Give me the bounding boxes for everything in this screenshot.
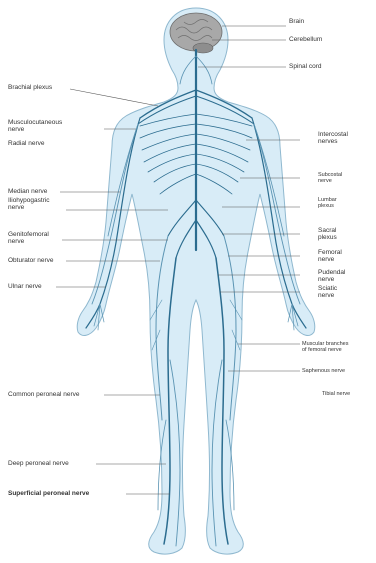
label-deep-peroneal-nerve: Deep peroneal nerve [8, 460, 69, 467]
label-spinal-cord: Spinal cord [289, 63, 322, 70]
label-musculocutaneous-nerve: Musculocutaneous nerve [8, 119, 62, 133]
label-lumbar-plexus: Lumbar plexus [318, 197, 337, 209]
label-femoral-nerve: Femoral nerve [318, 249, 342, 263]
label-obturator-nerve: Obturator nerve [8, 257, 54, 264]
label-median-nerve: Median nerve [8, 188, 47, 195]
label-brachial-plexus: Brachial plexus [8, 84, 52, 91]
label-genitofemoral-nerve: Genitofemoral nerve [8, 231, 49, 245]
label-ulnar-nerve: Ulnar nerve [8, 283, 42, 290]
label-saphenous-nerve: Saphenous nerve [302, 368, 345, 374]
label-intercostal-nerves: Intercostal nerves [318, 131, 348, 145]
label-radial-nerve: Radial nerve [8, 140, 45, 147]
label-tibial-nerve: Tibial nerve [322, 391, 350, 397]
label-sciatic-nerve: Sciatic nerve [318, 285, 337, 299]
label-muscular-branches: Muscular branches of femoral nerve [302, 341, 348, 353]
label-cerebellum: Cerebellum [289, 36, 322, 43]
label-subcostal-nerve: Subcostal nerve [318, 172, 342, 184]
label-iliohypogastric-nerve: Iliohypogastric nerve [8, 197, 50, 211]
label-superficial-peroneal-nerve: Superficial peroneal nerve [8, 490, 89, 497]
label-common-peroneal-nerve: Common peroneal nerve [8, 391, 80, 398]
label-sacral-plexus: Sacral plexus [318, 227, 337, 241]
label-brain: Brain [289, 18, 304, 25]
label-pudendal-nerve: Pudendal nerve [318, 269, 345, 283]
